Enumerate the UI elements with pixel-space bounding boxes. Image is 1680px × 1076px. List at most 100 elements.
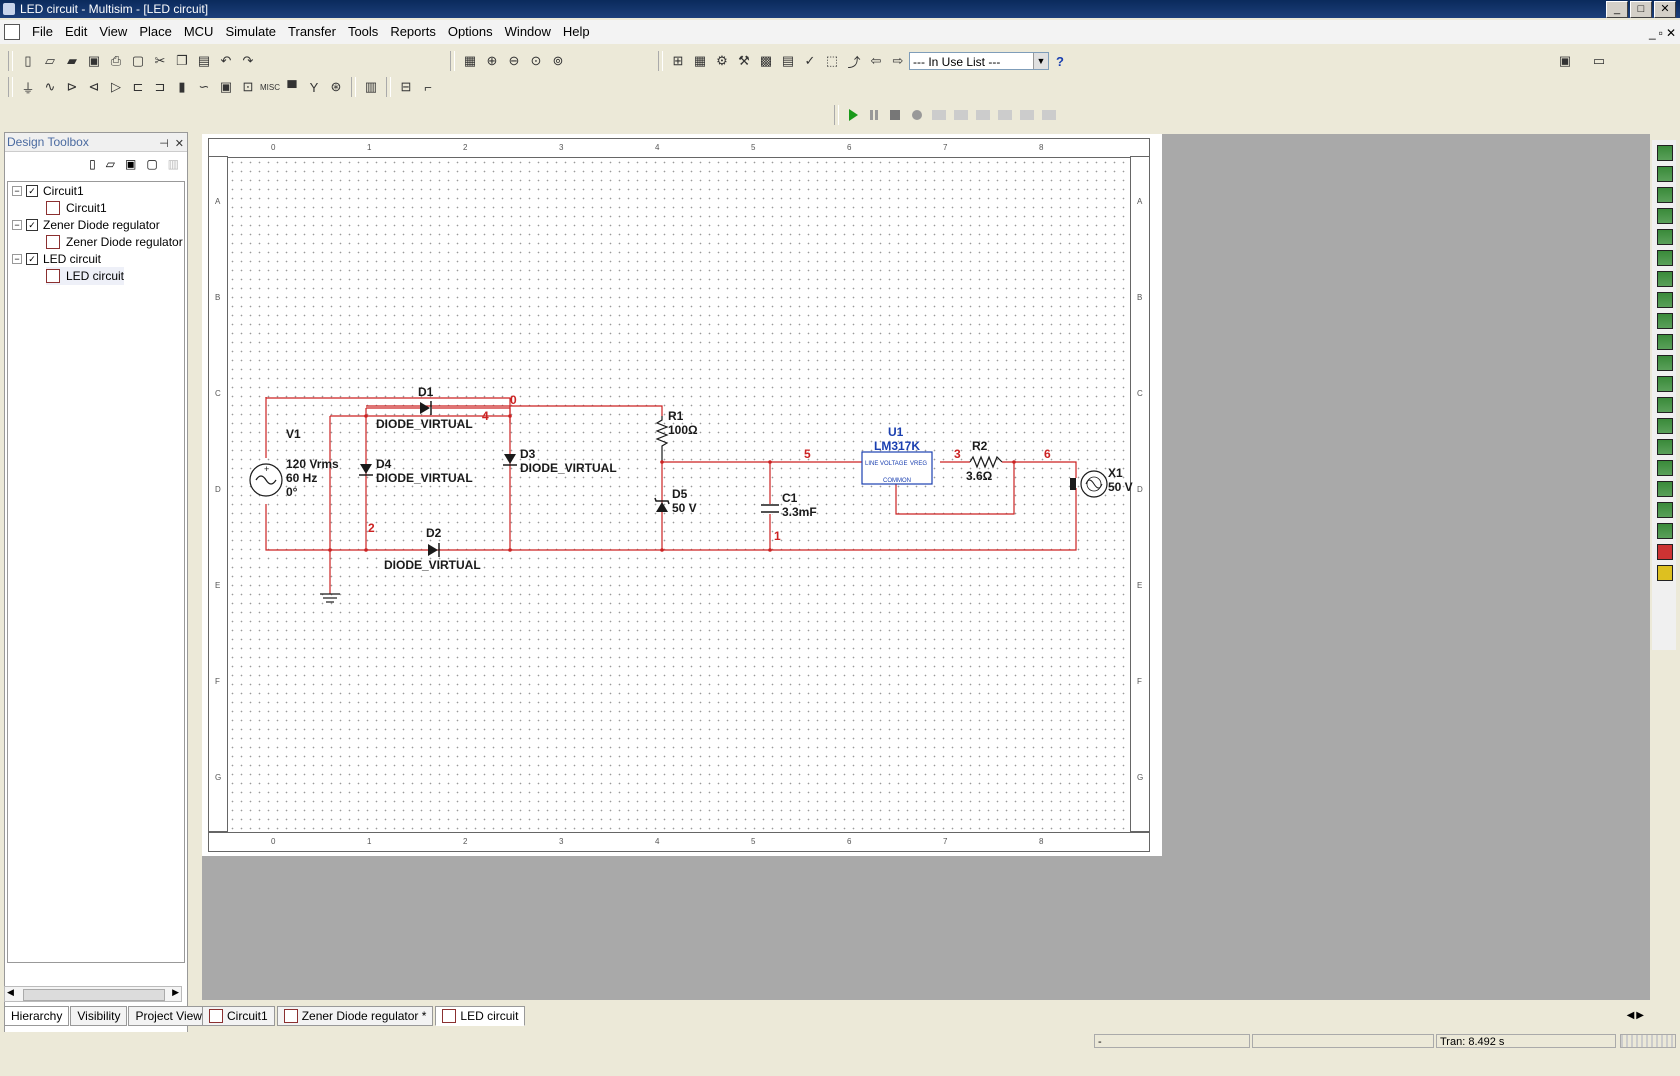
document-icon[interactable] bbox=[4, 24, 20, 40]
tree-leaf-zener[interactable]: Zener Diode regulator bbox=[46, 233, 183, 251]
mdi-restore-button[interactable]: ▫ bbox=[1658, 26, 1663, 40]
r1-resistor[interactable]: R1 100Ω bbox=[655, 409, 698, 462]
run-to-cursor-icon[interactable] bbox=[998, 110, 1012, 120]
d1-diode[interactable]: D1 DIODE_VIRTUAL bbox=[376, 385, 473, 431]
in-use-list-select[interactable]: --- In Use List --- ▼ bbox=[909, 52, 1049, 70]
component-wizard-icon[interactable]: ⚒ bbox=[738, 53, 750, 68]
pin-icon[interactable]: ⊣ bbox=[159, 138, 169, 150]
tektronix-oscilloscope-icon[interactable] bbox=[1657, 502, 1673, 518]
collapse-icon[interactable]: − bbox=[12, 186, 22, 196]
wires[interactable] bbox=[265, 397, 1077, 594]
menu-transfer[interactable]: Transfer bbox=[288, 24, 336, 39]
capture-area-icon[interactable]: ⬚ bbox=[825, 53, 839, 68]
place-diode-icon[interactable]: ⊳ bbox=[66, 79, 78, 94]
zoom-in-icon[interactable]: ⊕ bbox=[486, 53, 498, 68]
print-preview-icon[interactable]: ▢ bbox=[131, 53, 145, 68]
place-basic-icon[interactable]: ∿ bbox=[44, 79, 56, 94]
place-rf-icon[interactable]: Y bbox=[309, 79, 319, 95]
place-hierarchical-block-icon[interactable]: ⊟ bbox=[400, 79, 412, 94]
zoom-fit-icon[interactable]: ⊚ bbox=[552, 53, 564, 68]
u1-voltage-regulator[interactable]: U1 LM317K LINE VOLTAGE VREG COMMON bbox=[861, 425, 933, 485]
place-electromechanical-icon[interactable]: ⊛ bbox=[330, 79, 342, 94]
labview-instrument-icon[interactable] bbox=[1657, 523, 1673, 539]
place-ttl-icon[interactable]: ⊏ bbox=[132, 79, 144, 94]
d4-diode[interactable]: D4 DIODE_VIRTUAL bbox=[359, 457, 473, 485]
sheet-grid[interactable] bbox=[228, 158, 1130, 832]
database-icon[interactable]: ⚙ bbox=[716, 53, 728, 68]
save-design-icon[interactable]: ▣ bbox=[124, 157, 137, 171]
workspace-canvas[interactable]: 0 1 2 3 4 5 6 7 8 0 1 2 3 4 5 6 7 8 A B … bbox=[202, 134, 1650, 1000]
design-toolbox-icon[interactable]: ⊞ bbox=[672, 53, 684, 68]
place-indicator-icon[interactable]: ▣ bbox=[219, 79, 233, 94]
tree-node-led[interactable]: − ✓ LED circuit bbox=[12, 250, 101, 268]
mdi-minimize-button[interactable]: _ bbox=[1648, 26, 1656, 40]
zoom-out-icon[interactable]: ⊖ bbox=[508, 53, 520, 68]
tab-scroll-right-icon[interactable]: ▶ bbox=[1636, 1010, 1644, 1021]
open-icon[interactable]: ▱ bbox=[45, 53, 55, 68]
place-source-icon[interactable]: ⏚ bbox=[21, 80, 35, 96]
four-channel-oscilloscope-icon[interactable] bbox=[1657, 229, 1673, 245]
function-generator-icon[interactable] bbox=[1657, 166, 1673, 182]
goto-parent-icon[interactable]: ⤴ bbox=[847, 54, 861, 70]
paste-icon[interactable]: ▤ bbox=[197, 53, 211, 68]
oscilloscope-icon[interactable] bbox=[1657, 208, 1673, 224]
menu-options[interactable]: Options bbox=[447, 24, 493, 39]
logic-converter-icon[interactable] bbox=[1657, 334, 1673, 350]
iv-analyzer-icon[interactable] bbox=[1657, 355, 1673, 371]
scroll-right-icon[interactable]: ▶ bbox=[172, 987, 179, 997]
r2-resistor[interactable]: R2 3.6Ω bbox=[966, 439, 1003, 483]
size-grip[interactable] bbox=[1620, 1034, 1676, 1048]
menu-mcu[interactable]: MCU bbox=[183, 24, 214, 39]
menu-reports[interactable]: Reports bbox=[390, 24, 436, 39]
save-icon[interactable]: ▣ bbox=[87, 53, 101, 68]
copy-icon[interactable]: ❐ bbox=[176, 53, 188, 68]
checkbox-icon[interactable]: ✓ bbox=[26, 253, 38, 265]
d2-diode[interactable]: D2 DIODE_VIRTUAL bbox=[384, 526, 481, 572]
current-probe-icon[interactable] bbox=[1657, 544, 1673, 560]
close-icon[interactable]: ✕ bbox=[174, 138, 184, 150]
distortion-analyzer-icon[interactable] bbox=[1657, 376, 1673, 392]
doc-tab-circuit1[interactable]: Circuit1 bbox=[202, 1006, 275, 1026]
collapse-icon[interactable]: − bbox=[12, 220, 22, 230]
tab-visibility[interactable]: Visibility bbox=[70, 1006, 128, 1026]
toggle-full-icon[interactable]: ▦ bbox=[463, 53, 477, 68]
instrument-view-icon[interactable]: ▣ bbox=[1558, 53, 1572, 68]
multimeter-icon[interactable] bbox=[1657, 145, 1673, 161]
print-icon[interactable]: ⎙ bbox=[110, 53, 122, 68]
pause-at-next-icon[interactable] bbox=[912, 110, 922, 120]
logic-analyzer-icon[interactable] bbox=[1657, 313, 1673, 329]
place-power-icon[interactable]: ⊡ bbox=[242, 79, 254, 94]
place-misc-icon[interactable]: MISC bbox=[260, 82, 280, 92]
zoom-area-icon[interactable]: ⊙ bbox=[530, 53, 542, 68]
minimize-button[interactable]: _ bbox=[1606, 1, 1628, 18]
forward-annotate-icon[interactable]: ⇨ bbox=[892, 53, 904, 68]
menu-help[interactable]: Help bbox=[562, 24, 590, 39]
maximize-button[interactable]: □ bbox=[1630, 1, 1652, 18]
network-analyzer-icon[interactable] bbox=[1657, 418, 1673, 434]
open-design-icon[interactable]: ▱ bbox=[105, 157, 115, 171]
place-transistor-icon[interactable]: ⊲ bbox=[88, 79, 100, 94]
step-out-icon[interactable] bbox=[976, 110, 990, 120]
menu-file[interactable]: File bbox=[32, 24, 53, 39]
pause-icon[interactable] bbox=[870, 110, 878, 120]
x1-lamp[interactable]: X1 50 V bbox=[1070, 466, 1133, 498]
menu-place[interactable]: Place bbox=[139, 24, 172, 39]
wattmeter-icon[interactable] bbox=[1657, 187, 1673, 203]
step-over-icon[interactable] bbox=[954, 110, 968, 120]
redo-icon[interactable]: ↷ bbox=[242, 53, 254, 68]
toolbox-horizontal-scrollbar[interactable]: ◀ ▶ bbox=[4, 986, 182, 1002]
remove-breakpoints-icon[interactable] bbox=[1042, 110, 1056, 120]
agilent-oscilloscope-icon[interactable] bbox=[1657, 481, 1673, 497]
menu-simulate[interactable]: Simulate bbox=[225, 24, 277, 39]
place-mixed-icon[interactable]: ∽ bbox=[198, 79, 210, 94]
tree-node-zener[interactable]: − ✓ Zener Diode regulator bbox=[12, 216, 160, 234]
tab-hierarchy[interactable]: Hierarchy bbox=[4, 1006, 70, 1026]
open-sample-icon[interactable]: ▰ bbox=[67, 53, 77, 68]
d3-diode[interactable]: D3 DIODE_VIRTUAL bbox=[503, 447, 617, 475]
help-icon[interactable]: ? bbox=[1056, 53, 1064, 69]
scroll-left-icon[interactable]: ◀ bbox=[7, 987, 14, 997]
agilent-multimeter-icon[interactable] bbox=[1657, 460, 1673, 476]
schematic-drawing[interactable]: + V1 120 Vrms 60 Hz 0° D1 DIODE_VIRTUAL … bbox=[202, 134, 1162, 856]
tree-node-circuit1[interactable]: − ✓ Circuit1 bbox=[12, 182, 84, 200]
delete-sheet-icon[interactable]: ▥ bbox=[167, 157, 179, 171]
